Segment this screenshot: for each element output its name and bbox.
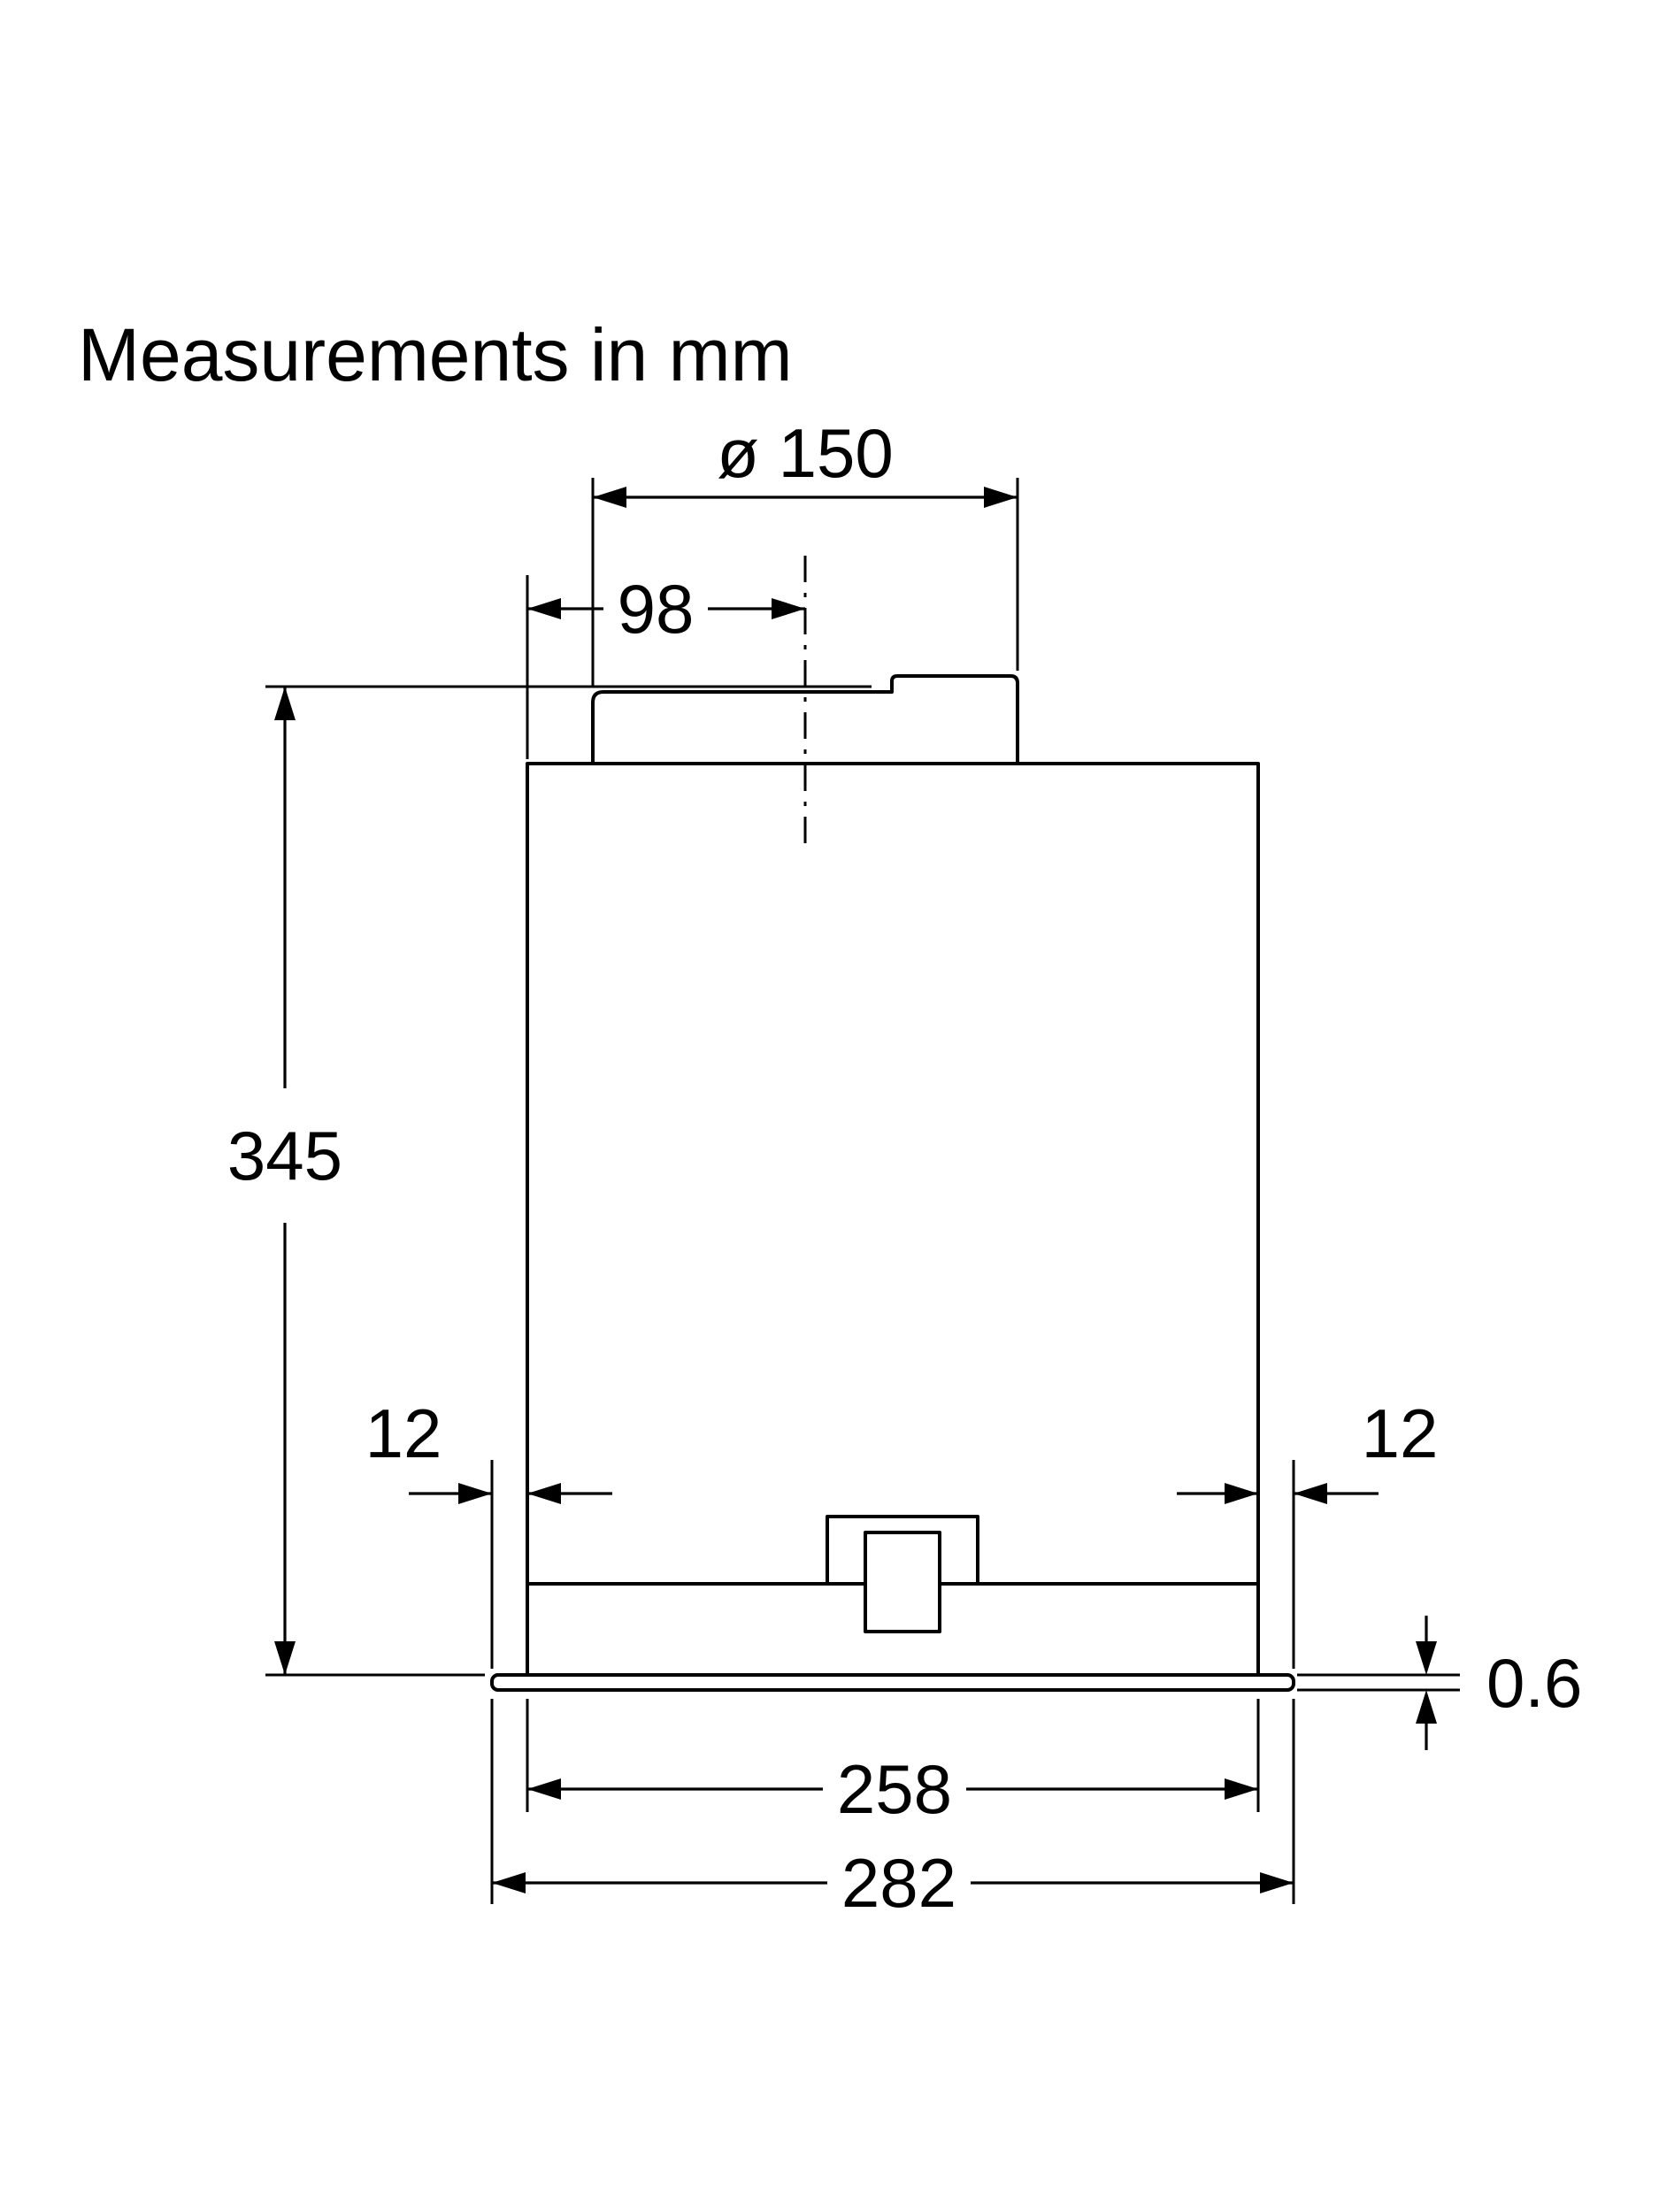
- arrowhead: [1294, 1483, 1327, 1504]
- arrowhead: [527, 1778, 561, 1800]
- dim-label-duct-offset: 98: [618, 570, 695, 648]
- dim-label-overhang-left: 12: [365, 1394, 442, 1472]
- arrowhead: [593, 487, 626, 508]
- arrowhead: [1416, 1641, 1437, 1675]
- arrowhead: [1225, 1778, 1258, 1800]
- duct-collar: [591, 674, 1019, 765]
- dim-overall-height: 345: [227, 685, 872, 1677]
- page-title: Measurements in mm: [78, 313, 793, 396]
- arrowhead: [527, 598, 561, 619]
- dim-label-overhang-right: 12: [1362, 1394, 1439, 1472]
- arrowhead: [772, 598, 805, 619]
- dim-duct-diameter: ø 150: [591, 414, 1019, 687]
- hood-drawing: [490, 556, 1295, 1692]
- hood-body-outline: [526, 762, 1260, 1677]
- dim-label-body-width: 258: [837, 1750, 952, 1828]
- dim-duct-offset: 98: [526, 570, 805, 759]
- arrowhead: [458, 1483, 492, 1504]
- arrowhead: [1416, 1690, 1437, 1724]
- arrowhead: [984, 487, 1018, 508]
- dim-overhang-right: 12: [1177, 1394, 1438, 1669]
- cable-gland: [864, 1531, 941, 1633]
- cable-gland-housing: [826, 1515, 979, 1586]
- arrowhead: [1225, 1483, 1258, 1504]
- dim-label-overall-height: 345: [227, 1117, 342, 1194]
- dim-overhang-left: 12: [365, 1394, 612, 1669]
- arrowhead: [274, 1641, 296, 1675]
- bottom-flange: [490, 1673, 1295, 1692]
- arrowhead: [492, 1872, 526, 1893]
- arrowhead: [1260, 1872, 1294, 1893]
- dim-label-duct-diameter: ø 150: [717, 414, 893, 492]
- arrowhead: [527, 1483, 561, 1504]
- dim-flange-width: 282: [490, 1699, 1295, 1922]
- dim-body-width: 258: [526, 1699, 1260, 1828]
- dim-label-flange-width: 282: [841, 1844, 956, 1922]
- arrowhead: [274, 687, 296, 720]
- dim-flange-thickness: 0.6: [1297, 1616, 1582, 1750]
- dim-label-flange-thickness: 0.6: [1486, 1644, 1582, 1722]
